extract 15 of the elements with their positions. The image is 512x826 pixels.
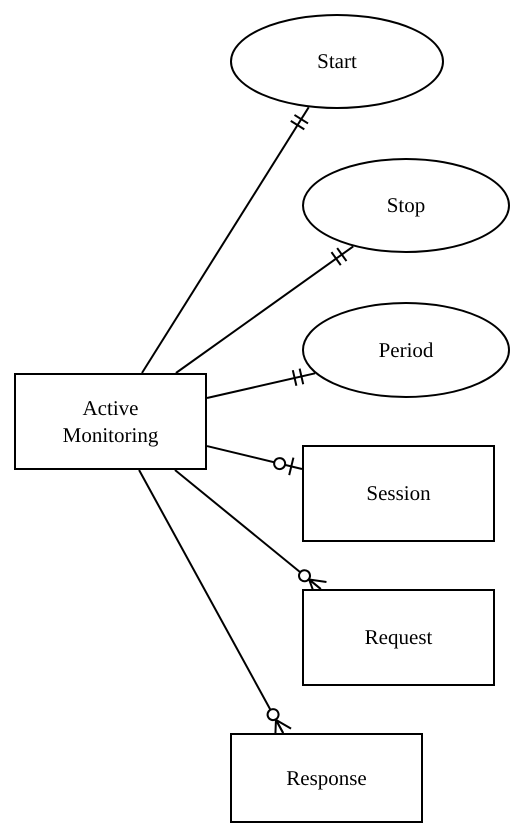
attribute-name: Stop bbox=[386, 192, 426, 219]
relationship-line bbox=[175, 246, 354, 374]
entity-name: Active Monitoring bbox=[62, 395, 160, 448]
entity-box bbox=[302, 589, 495, 686]
attribute-name: Start bbox=[317, 48, 357, 75]
entity-box bbox=[14, 373, 207, 470]
entity-name: Session bbox=[366, 480, 431, 507]
relationship-line bbox=[206, 368, 316, 399]
attribute-name: Period bbox=[378, 336, 434, 364]
entity-box bbox=[302, 445, 495, 542]
entity-name: Request bbox=[364, 624, 432, 651]
relationship-line bbox=[206, 445, 302, 476]
relationship-line bbox=[141, 106, 310, 374]
entity-name: Response bbox=[286, 764, 367, 792]
entity-box bbox=[230, 733, 423, 823]
